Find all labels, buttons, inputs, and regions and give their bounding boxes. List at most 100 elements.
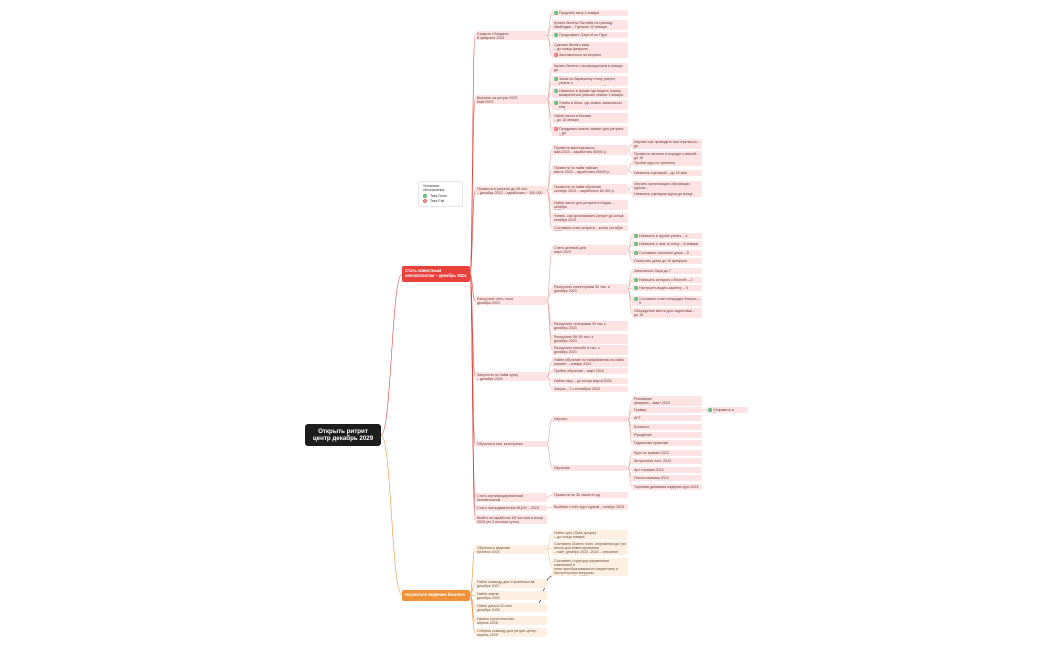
branch-a-node-7-0[interactable]: Выйнать отчёт курс туризм – ноябрь 2023	[552, 504, 628, 511]
branch-a-node-2-1-1[interactable]: Написать сценарий – до 15 мая	[632, 170, 702, 177]
branch-b-node-5[interactable]: Собрать команду для ритрит-центр апрель …	[475, 628, 547, 637]
connector	[627, 169, 633, 174]
branch-a-node-5-0[interactable]: Изучить	[552, 416, 628, 423]
branch-a-node-3[interactable]: Разгрузить сеть, пока декабрь 2023	[475, 296, 547, 305]
branch-a-node-5-1-1[interactable]: Астрология пост. 2023	[632, 458, 702, 465]
branch-a-node-2-0-0[interactable]: Изучить как проводить мастерклассы – до …	[632, 139, 702, 150]
branch-a-node-3-4[interactable]: Разгрузить ютьюбе 5 тыс. к декабрь 2023	[552, 345, 628, 356]
branch-a-node-2-2-0[interactable]: Изучить организацию обучающих курсов – д…	[632, 181, 702, 192]
branch-a-node-4[interactable]: Запустить по найм курсу – декабрь 2024	[475, 372, 547, 381]
legend-title: Условные обозначения	[423, 184, 445, 193]
connector	[380, 434, 403, 596]
branch-a-node-4-0[interactable]: Найти обучение по направлению по найм ко…	[552, 357, 628, 368]
connector	[469, 273, 476, 445]
branch-a-node-1-5[interactable]: Придумать имени чаевых для ритрита – до …	[552, 126, 628, 137]
branch-a-node-5-0-5[interactable]: Гадальные практики	[632, 440, 702, 447]
branch-a-node-2-5[interactable]: Составить план ритрита – конец октября 2…	[552, 225, 628, 232]
branch-a-node-5-1-4[interactable]: Торговая динамика лидеров курс 2023	[632, 484, 702, 491]
branch-a-node-7[interactable]: Стать преподавателем МЦЭУ – 2024	[475, 505, 547, 511]
branch-b-node-0-2[interactable]: Составить структуру управления компанией…	[552, 558, 628, 577]
branch-business[interactable]: Научиться ведению бизнеса	[402, 590, 470, 601]
connector	[546, 190, 553, 229]
connector	[627, 149, 633, 157]
branch-b-node-4[interactable]: Начать строительство апрель 2028	[475, 616, 547, 625]
branch-a-node-3-1-3[interactable]: Составить план площадки Фаерос – 5 январ…	[632, 296, 702, 307]
branch-a-node-2[interactable]: Провести в ритрите до 30 чел. – декабрь …	[475, 186, 547, 195]
connector	[627, 467, 633, 488]
check-icon: ✓	[423, 194, 427, 199]
branch-a-node-3-2[interactable]: Разгрузить телеграмм 30 тыс к декабрь 20…	[552, 321, 628, 332]
branch-a-node-1-3[interactable]: Узнать в Alma, где можно записаться/тем …	[552, 100, 628, 111]
legend-item-done: ✓ Task Done	[423, 193, 458, 199]
branch-a-node-3-0-2[interactable]: Составить описание дома – 8 января	[632, 250, 702, 257]
branch-a-node-3-0[interactable]: Стать целевой для март 2023	[552, 245, 628, 256]
branch-famous-neopathologist[interactable]: Стать известным неопатологом – декабрь 2…	[402, 266, 470, 282]
branch-a-node-4-2[interactable]: Найти пару – до конца марта 2024	[552, 378, 628, 385]
branch-a-node-2-0[interactable]: Провести мастерклассы май 2023 – заработ…	[552, 145, 628, 156]
legend-item-fail: ✕ Task Fail	[423, 199, 458, 204]
branch-a-node-2-1[interactable]: Провести по найм тайских месть 2023 – за…	[552, 165, 628, 176]
branch-a-node-1[interactable]: Выехать на ритрит 2023 Май 2023	[475, 95, 547, 104]
branch-a-node-4-3[interactable]: Запуск – 1 к сентябрю 2024	[552, 386, 628, 393]
branch-a-node-6-0[interactable]: Провести по 30 часов в год	[552, 492, 628, 499]
branch-a-node-0-3[interactable]: Сделать бизнес-визу – до конца февраля	[552, 42, 628, 53]
branch-a-node-3-0-1[interactable]: Написать о чем-то гонку – 6 января	[632, 241, 702, 248]
connector	[469, 99, 476, 275]
branch-a-node-3-1-2[interactable]: Настроить видео-заметку – 5 января	[632, 285, 702, 292]
branch-a-node-1-2[interactable]: Написать в форме где видеть поиску возвр…	[552, 88, 628, 99]
branch-a-node-0-0[interactable]: Продлить визу 4 января	[552, 10, 628, 17]
branch-a-node-3-0-3[interactable]: Почистить дома до 16 февраля	[632, 258, 702, 265]
branch-a-node-2-3[interactable]: Найти место для ритрита в Индии – октябр…	[552, 200, 628, 211]
branch-a-node-1-1[interactable]: Заказ по бараньему столу ритрит, узнать …	[552, 76, 628, 87]
branch-a-node-5-0-1[interactable]: Гравюр	[632, 407, 702, 414]
branch-a-node-5-0-0[interactable]: Рисование февраль – март 2023	[632, 396, 702, 407]
branch-a-node-1-0[interactable]: Купить билеты с возвращением в январь до…	[552, 63, 628, 74]
branch-a-node-8[interactable]: Выйти на заработок 1М чистым в конце 202…	[475, 515, 547, 524]
branch-b-node-0-0[interactable]: Найти курс (Stale допуск) – до конца янв…	[552, 530, 628, 541]
connector	[469, 594, 476, 633]
branch-a-node-0-2[interactable]: Продолжить Gaya М по Пуре	[552, 32, 628, 39]
branch-a-node-5-0-1-extra[interactable]: Отправить в Лавкарь	[706, 407, 748, 414]
connector	[469, 273, 476, 301]
branch-a-node-3-1-4[interactable]: Обсуждение места для подготовки – до 15 …	[632, 308, 702, 319]
branch-a-node-5-0-3[interactable]: Блокпост	[632, 424, 702, 431]
branch-a-node-5-1-2[interactable]: Арт терапия 2023	[632, 467, 702, 474]
branch-a-node-2-2[interactable]: Провести по найм обучения октябрь 2023 –…	[552, 184, 628, 195]
connector	[546, 288, 553, 301]
legend: Условные обозначения ✓ Task Done ✕ Task …	[418, 181, 463, 207]
connector	[469, 583, 476, 596]
branch-a-node-2-2-1[interactable]: Написать сценарии курса до конца августа	[632, 191, 702, 198]
branch-a-node-5-1[interactable]: Изучение	[552, 465, 628, 472]
connector	[469, 273, 476, 520]
connector	[380, 273, 403, 436]
branch-a-node-4-1[interactable]: Пройти обучение – март 2024	[552, 368, 628, 375]
branch-a-node-3-1-1[interactable]: Написать историю о блоггей – 2 января	[632, 277, 702, 284]
branch-a-node-6[interactable]: Стать сертифицированным неопатологом июн…	[475, 493, 547, 502]
branch-a-node-2-4[interactable]: Узнать, как организовать ритрит до конца…	[552, 213, 628, 224]
branch-b-node-3[interactable]: Найти деньги 20 млн декабрь 2026	[475, 603, 547, 612]
cross-icon: ✕	[423, 199, 427, 204]
branch-a-node-5-0-2[interactable]: АРТ	[632, 415, 702, 422]
connector	[546, 549, 553, 568]
root-node[interactable]: Открыть ритрит центр декабрь 2029	[305, 424, 381, 446]
branch-a-node-5[interactable]: Обучиться тем. категориям	[475, 441, 547, 447]
branch-a-node-0[interactable]: Сходить к Бандеях В феврале 2024	[475, 31, 547, 40]
branch-b-node-0-1[interactable]: Составить бизнес план, откровения до три…	[552, 541, 628, 556]
branch-a-node-2-1-0[interactable]: Пройти курс по тренингу	[632, 160, 702, 167]
legend-label-done: Task Done	[430, 193, 447, 198]
branch-a-node-5-1-0[interactable]: Курс по травам 2023	[632, 450, 702, 457]
branch-a-node-1-4[interactable]: Найти места в Москве – до 15 января	[552, 113, 628, 124]
branch-a-node-3-1-0[interactable]: Записаться Gaya до 7	[632, 268, 702, 275]
branch-a-node-0-4[interactable]: Заставляться на затраты	[552, 52, 628, 59]
branch-a-node-5-1-3[interactable]: Психосоматика 2023	[632, 475, 702, 482]
branch-a-node-3-0-0[interactable]: Написать в группе узнать – 4 января	[632, 233, 702, 240]
connector	[546, 547, 553, 550]
branch-a-node-5-0-4[interactable]: Рукоделие	[632, 432, 702, 439]
connector	[546, 300, 553, 351]
branch-a-node-3-1[interactable]: Разгрузить кнопгеграмм 30 тыс. к декабрь…	[552, 284, 628, 295]
branch-a-node-3-3[interactable]: Разгрузить ВК 50 тыс. к декабрь 2023	[552, 334, 628, 345]
branch-b-node-0[interactable]: Обучиться ведению бизнеса 2023	[475, 545, 547, 554]
branch-b-node-2[interactable]: Найти землю декабрь 2025	[475, 591, 547, 600]
branch-a-node-0-1[interactable]: Купить билеты Паттайя на границу Камбодж…	[552, 20, 628, 31]
branch-b-node-1[interactable]: Найти команду для строительства декабрь …	[475, 579, 547, 588]
